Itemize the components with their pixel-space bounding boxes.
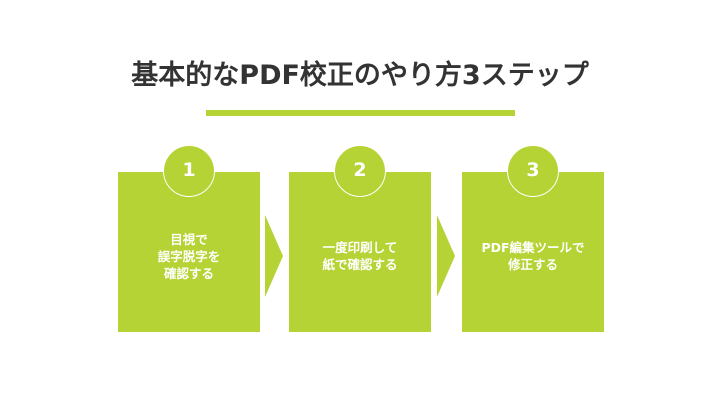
- step-2-number-badge: 2: [334, 145, 386, 197]
- step-3-text: PDF編集ツールで 修正する: [481, 240, 585, 272]
- title-underline: [206, 110, 515, 116]
- arrow-right-icon: [265, 215, 283, 297]
- arrow-right-icon: [437, 215, 455, 297]
- step-3-box: PDF編集ツールで 修正する: [462, 172, 604, 332]
- step-2-box: 一度印刷して 紙で確認する: [289, 172, 431, 332]
- step-1-text: 目視で 誤字脱字を 確認する: [157, 232, 221, 281]
- diagram-title: 基本的なPDF校正のやり方3ステップ: [131, 60, 589, 91]
- step-1-box: 目視で 誤字脱字を 確認する: [118, 172, 260, 332]
- step-1-number-badge: 1: [163, 145, 215, 197]
- step-3-number-badge: 3: [507, 145, 559, 197]
- step-2-text: 一度印刷して 紙で確認する: [322, 240, 398, 272]
